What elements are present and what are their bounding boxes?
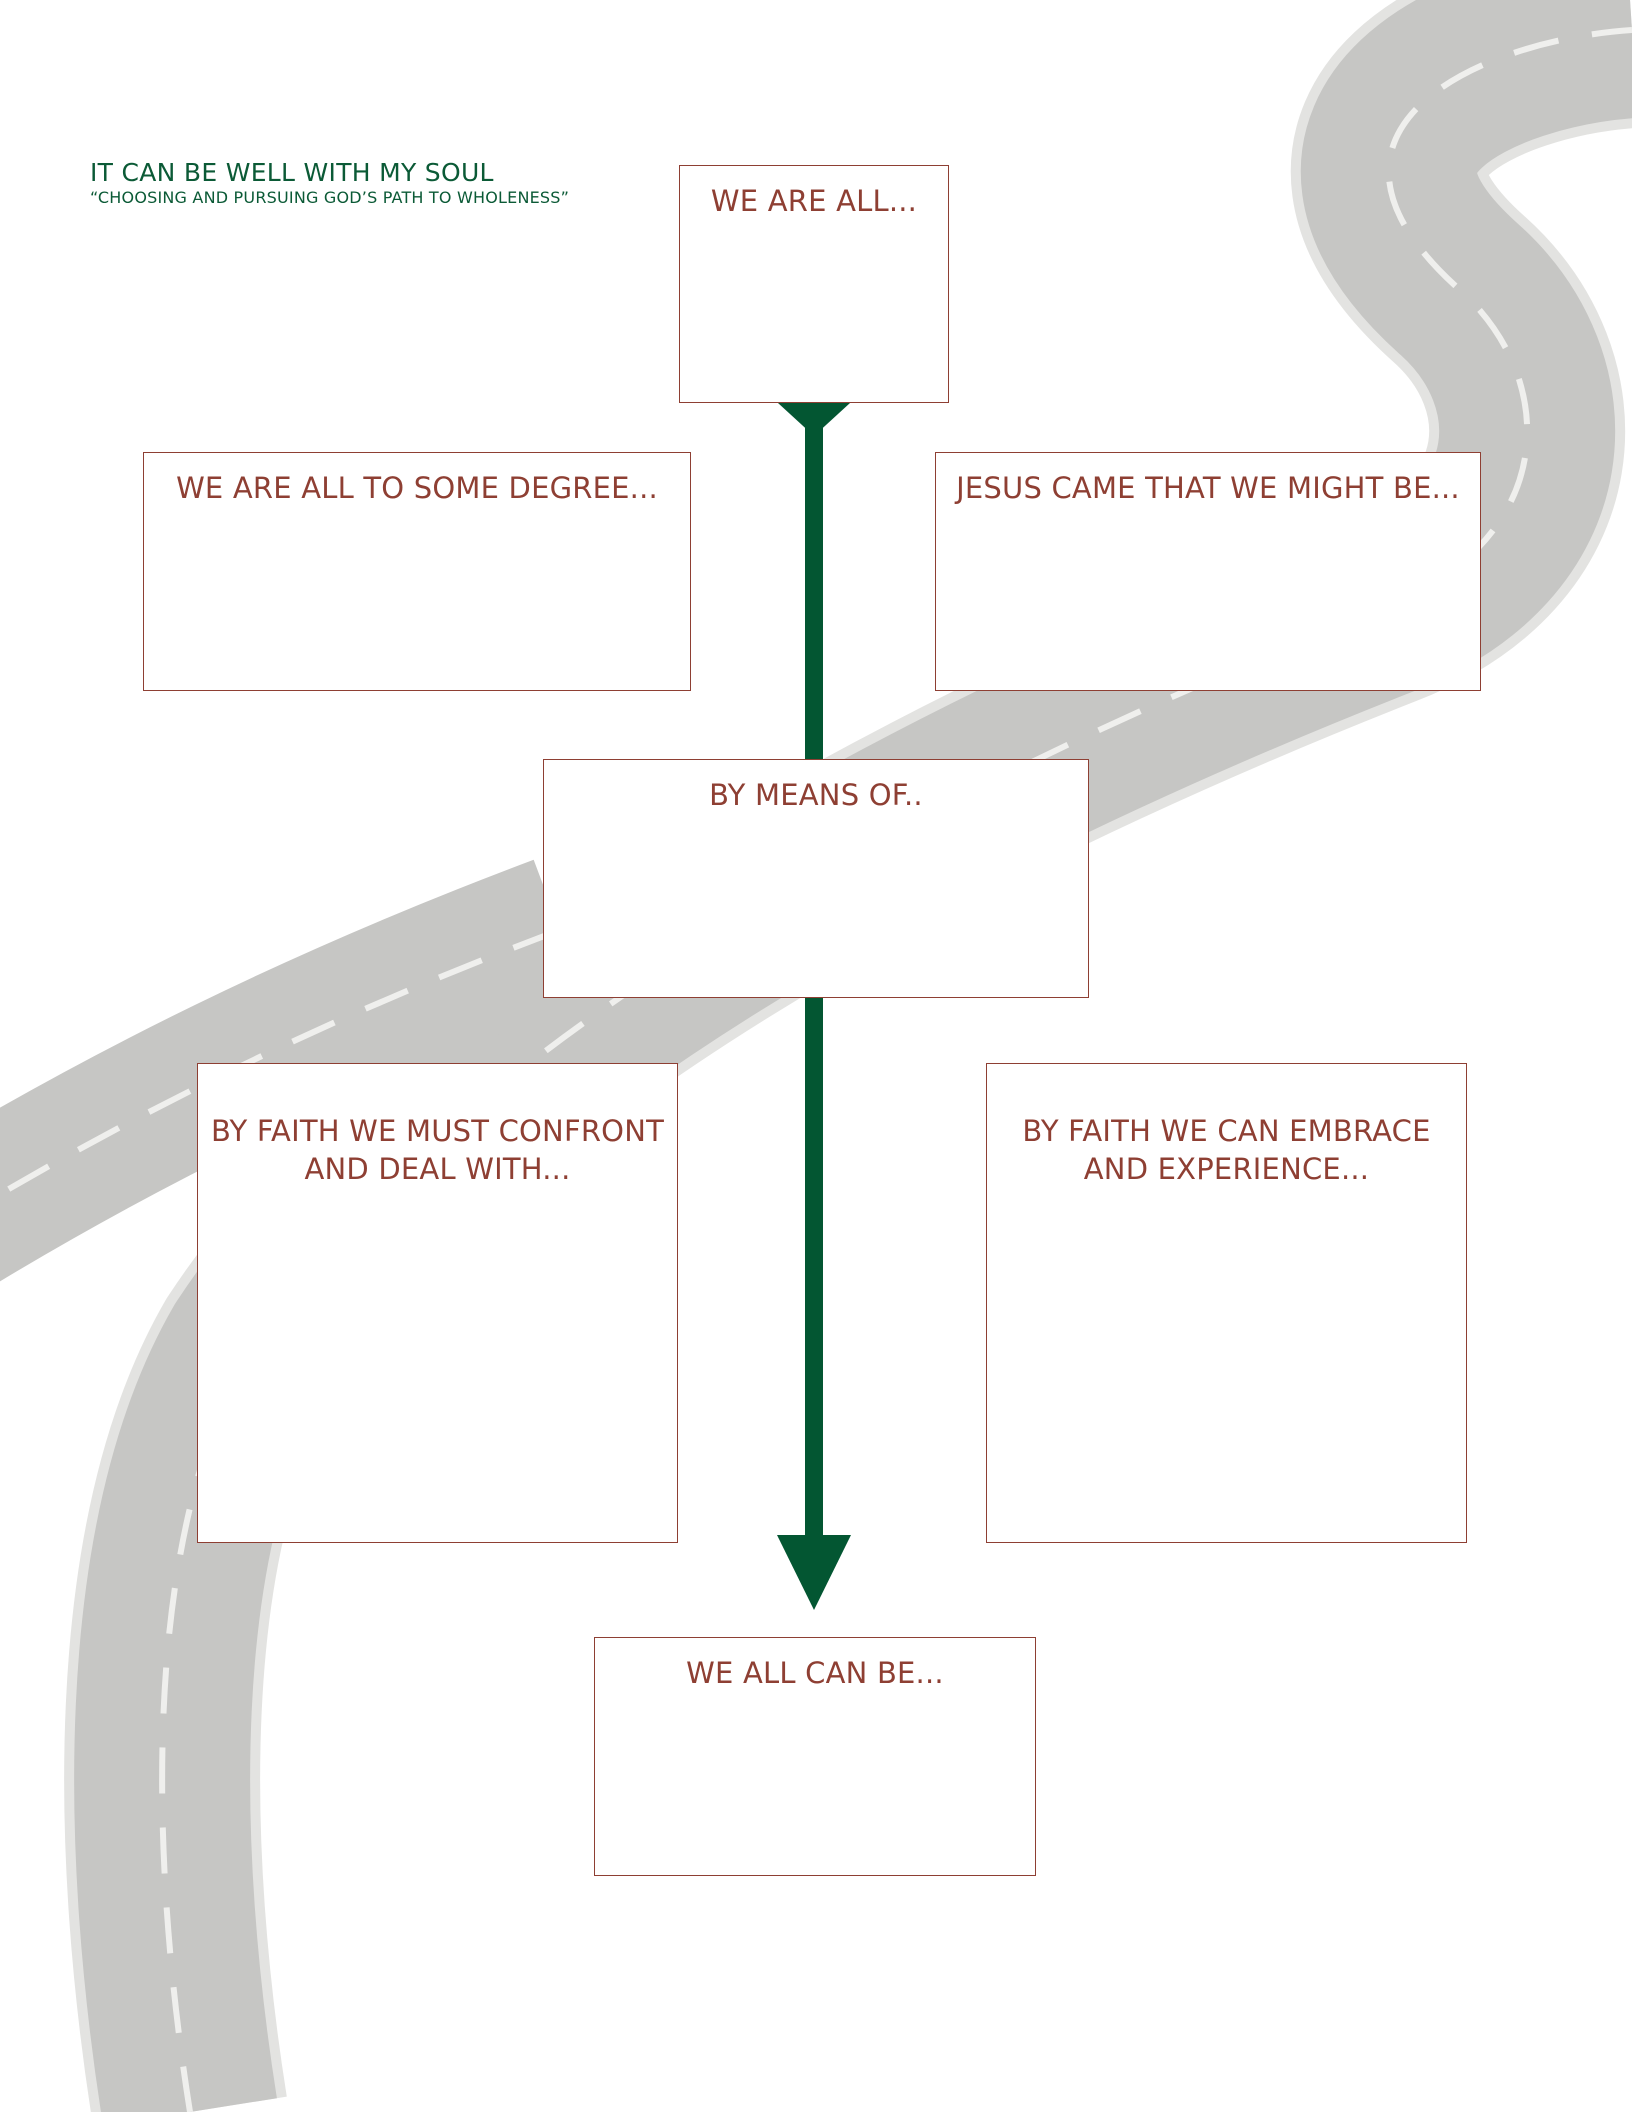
box-label: BY FAITH WE MUST CONFRONT AND DEAL WITH.… [211, 1112, 664, 1188]
writing-area[interactable] [987, 1188, 1466, 1542]
page-subtitle: “CHOOSING AND PURSUING GOD’S PATH TO WHO… [90, 188, 569, 208]
page-header: IT CAN BE WELL WITH MY SOUL “CHOOSING AN… [90, 158, 569, 208]
writing-area[interactable] [595, 1692, 1035, 1875]
writing-area[interactable] [680, 220, 948, 402]
box-by-means-of: BY MEANS OF.. [543, 759, 1089, 998]
box-we-are-all-to-some-degree: WE ARE ALL TO SOME DEGREE... [143, 452, 691, 691]
box-label: JESUS CAME THAT WE MIGHT BE... [956, 469, 1460, 507]
arrow-head [777, 1535, 851, 1610]
box-jesus-came: JESUS CAME THAT WE MIGHT BE... [935, 452, 1481, 691]
box-we-are-all: WE ARE ALL... [679, 165, 949, 403]
box-embrace-and-experience: BY FAITH WE CAN EMBRACE AND EXPERIENCE..… [986, 1063, 1467, 1543]
box-label: WE ALL CAN BE... [686, 1654, 944, 1692]
box-label: WE ARE ALL... [711, 182, 917, 220]
arrow-shaft-upper [805, 420, 823, 765]
arrow-shaft-lower [805, 995, 823, 1540]
box-label: BY FAITH WE CAN EMBRACE AND EXPERIENCE..… [1022, 1112, 1430, 1188]
writing-area[interactable] [936, 507, 1480, 690]
page-title: IT CAN BE WELL WITH MY SOUL [90, 158, 569, 188]
box-label: WE ARE ALL TO SOME DEGREE... [176, 469, 658, 507]
box-label: BY MEANS OF.. [709, 776, 923, 814]
box-confront-and-deal-with: BY FAITH WE MUST CONFRONT AND DEAL WITH.… [197, 1063, 678, 1543]
box-we-all-can-be: WE ALL CAN BE... [594, 1637, 1036, 1876]
writing-area[interactable] [198, 1188, 677, 1542]
writing-area[interactable] [144, 507, 690, 690]
writing-area[interactable] [544, 814, 1088, 997]
